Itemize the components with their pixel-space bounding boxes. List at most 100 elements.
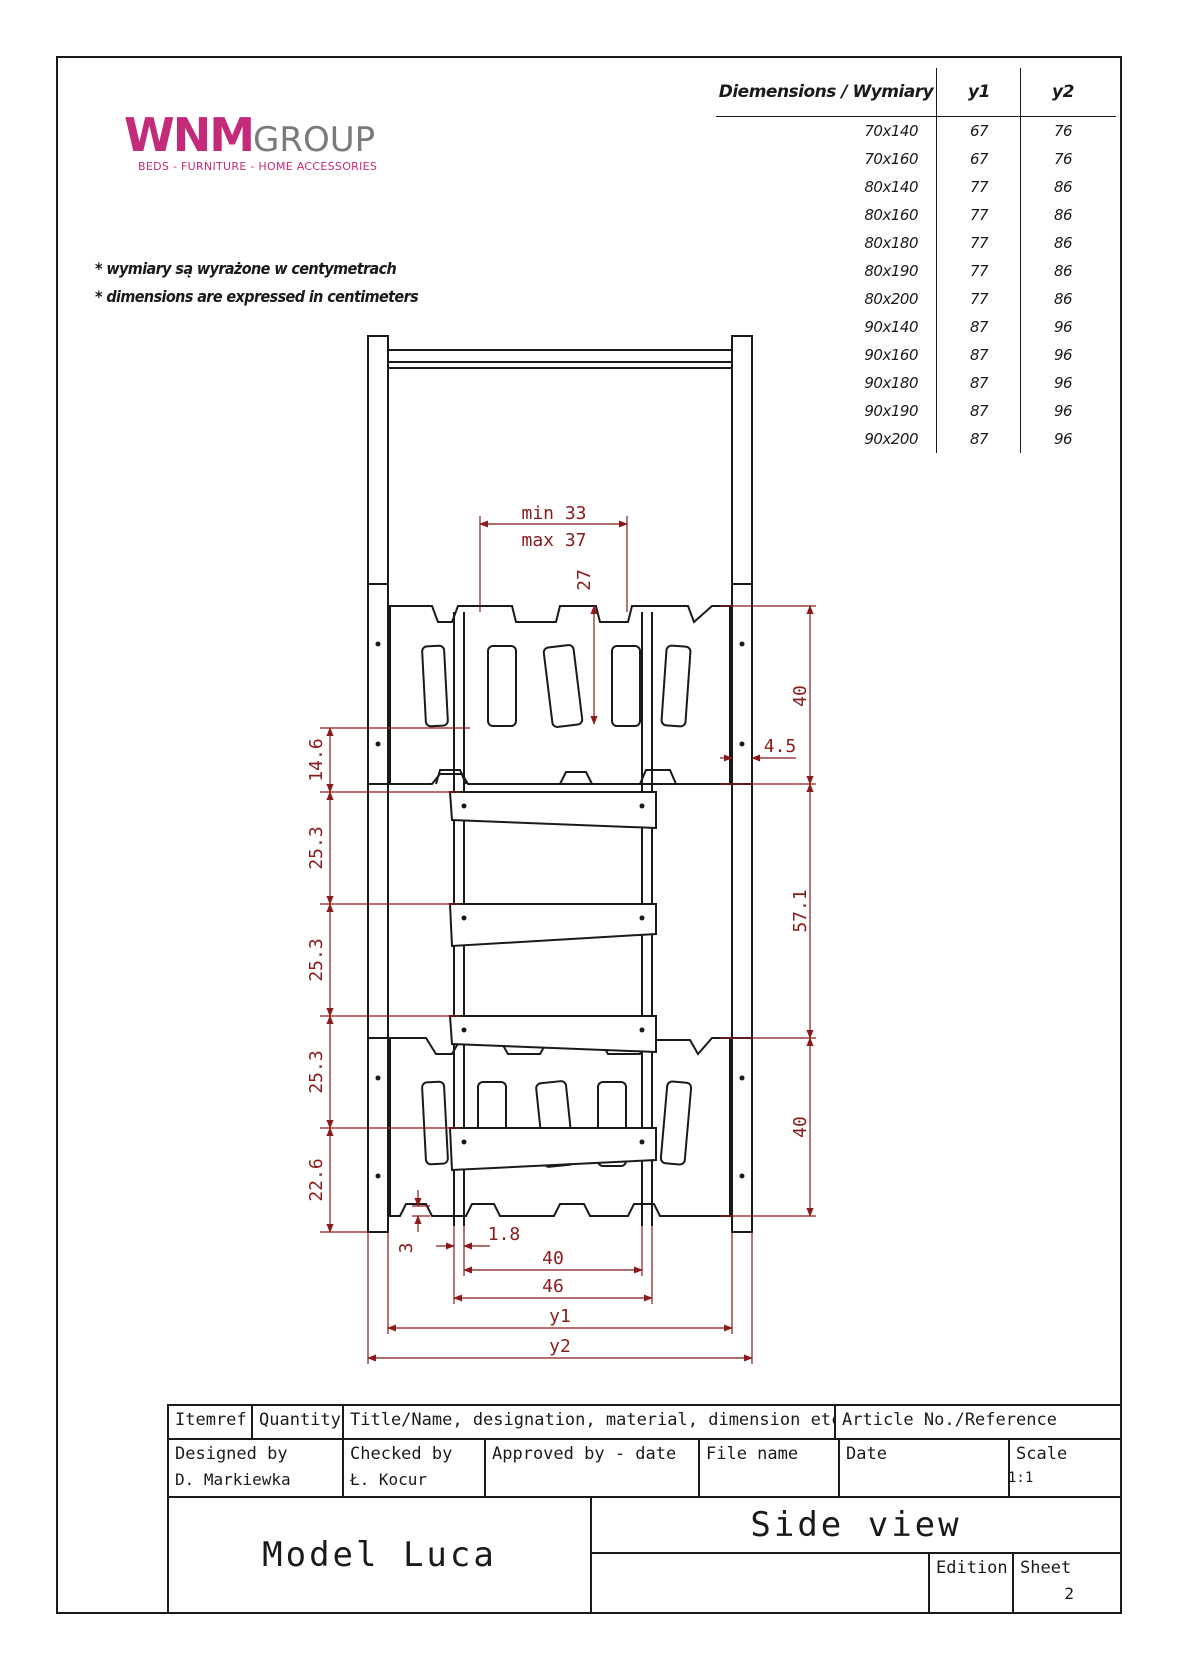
dim-22-6: 22.6 — [306, 1158, 327, 1201]
y1-cell: 67 — [936, 117, 1021, 145]
logo-brand: WNM — [124, 108, 255, 162]
size-cell: 80x190 — [864, 262, 918, 280]
y2-cell: 96 — [1020, 341, 1105, 369]
size-cell: 70x160 — [864, 150, 918, 168]
upper-side-rail — [389, 605, 731, 785]
dim-14-6: 14.6 — [306, 738, 327, 781]
header-y1: y1 — [936, 68, 1021, 116]
y2-cell: 86 — [1020, 173, 1105, 201]
dim-27: 27 — [574, 569, 595, 591]
y1-cell: 67 — [936, 145, 1021, 173]
size-cell: 70x140 — [864, 122, 918, 140]
dim-40-top: 40 — [790, 685, 811, 707]
y2-cell: 86 — [1020, 229, 1105, 257]
tb-article-label: Article No./Reference — [836, 1406, 1122, 1440]
dim-4-5: 4.5 — [764, 736, 797, 757]
tb-view: Side view — [592, 1498, 1122, 1554]
y1-cell: 77 — [936, 173, 1021, 201]
size-cell: 90x180 — [864, 374, 918, 392]
y2-cell: 96 — [1020, 425, 1105, 453]
dim-3: 3 — [396, 1243, 417, 1254]
screw-holes — [375, 641, 745, 1179]
tb-itemref: Itemref — [169, 1406, 253, 1440]
dim-gap-max: max 37 — [521, 530, 586, 551]
y1-cell: 87 — [936, 341, 1021, 369]
dim-57-1: 57.1 — [790, 889, 811, 932]
dimension-labels: min 33 max 37 27 40 4.5 57.1 40 14.6 25.… — [306, 503, 811, 1357]
y1-cell: 77 — [936, 229, 1021, 257]
y1-cell: 77 — [936, 257, 1021, 285]
size-cell: 90x200 — [864, 430, 918, 448]
dim-y2: y2 — [549, 1336, 571, 1357]
side-view-drawing: min 33 max 37 27 40 4.5 57.1 40 14.6 25.… — [306, 335, 816, 1364]
y2-cell: 96 — [1020, 369, 1105, 397]
tb-designed-value: D. Markiewka — [175, 1470, 291, 1489]
y2-cell: 76 — [1020, 145, 1105, 173]
tb-model: Model Luca — [169, 1498, 592, 1614]
dim-y1: y1 — [549, 1306, 571, 1327]
dim-25-3-b: 25.3 — [306, 938, 327, 981]
title-block: Itemref Quantity Title/Name, designation… — [167, 1404, 1122, 1614]
lower-side-rail — [389, 1037, 731, 1217]
header-y2: y2 — [1020, 68, 1105, 116]
size-cell: 80x160 — [864, 206, 918, 224]
y1-cell: 87 — [936, 425, 1021, 453]
company-logo: WNMGROUP BEDS - FURNITURE - HOME ACCESSO… — [124, 112, 377, 173]
dim-1-8: 1.8 — [488, 1224, 521, 1245]
upper-slots — [421, 644, 692, 728]
y2-cell: 76 — [1020, 117, 1105, 145]
y1-cell: 87 — [936, 369, 1021, 397]
tb-title-label: Title/Name, designation, material, dimen… — [344, 1406, 836, 1440]
size-cell: 80x200 — [864, 290, 918, 308]
ladder-steps — [448, 791, 657, 1172]
logo-tagline: BEDS - FURNITURE - HOME ACCESSORIES — [138, 160, 378, 173]
dimensions-table-header: Diemensions / Wymiary y1 y2 — [716, 68, 1116, 117]
y1-cell: 77 — [936, 285, 1021, 313]
size-cell: 80x140 — [864, 178, 918, 196]
tb-sheet-value: 2 — [1064, 1584, 1074, 1603]
tb-date: Date — [840, 1440, 1010, 1498]
size-cell: 80x180 — [864, 234, 918, 252]
tb-designed: Designed by D. Markiewka — [169, 1440, 344, 1498]
dimension-lines — [320, 516, 816, 1364]
tb-scale-value: 1:1 — [1010, 1470, 1034, 1486]
y2-cell: 96 — [1020, 313, 1105, 341]
tb-empty — [592, 1554, 930, 1614]
size-cell: 90x140 — [864, 318, 918, 336]
unit-notes: * wymiary są wyrażone w centymetrach * d… — [95, 255, 419, 311]
dim-40-bottom: 40 — [790, 1116, 811, 1138]
dim-40-width: 40 — [542, 1248, 564, 1269]
y2-cell: 86 — [1020, 257, 1105, 285]
y1-cell: 77 — [936, 201, 1021, 229]
bed-structure — [367, 335, 753, 1233]
dim-25-3-a: 25.3 — [306, 826, 327, 869]
note-polish: * wymiary są wyrażone w centymetrach — [95, 259, 397, 278]
tb-scale: Scale 1:1 — [1010, 1440, 1122, 1498]
header-dimensions: Diemensions / Wymiary — [718, 82, 934, 102]
y1-cell: 87 — [936, 397, 1021, 425]
tb-file-name: File name — [700, 1440, 840, 1498]
tb-edition: Edition — [930, 1554, 1014, 1614]
y2-cell: 96 — [1020, 397, 1105, 425]
size-cell: 90x190 — [864, 402, 918, 420]
tb-checked: Checked by Ł. Kocur — [344, 1440, 486, 1498]
dim-25-3-c: 25.3 — [306, 1050, 327, 1093]
tb-checked-value: Ł. Kocur — [350, 1470, 428, 1489]
y2-cell: 86 — [1020, 285, 1105, 313]
tb-sheet: Sheet 2 — [1014, 1554, 1122, 1614]
size-cell: 90x160 — [864, 346, 918, 364]
note-english: * dimensions are expressed in centimeter… — [95, 287, 419, 306]
tb-quantity: Quantity — [253, 1406, 344, 1440]
logo-group: GROUP — [253, 120, 376, 160]
